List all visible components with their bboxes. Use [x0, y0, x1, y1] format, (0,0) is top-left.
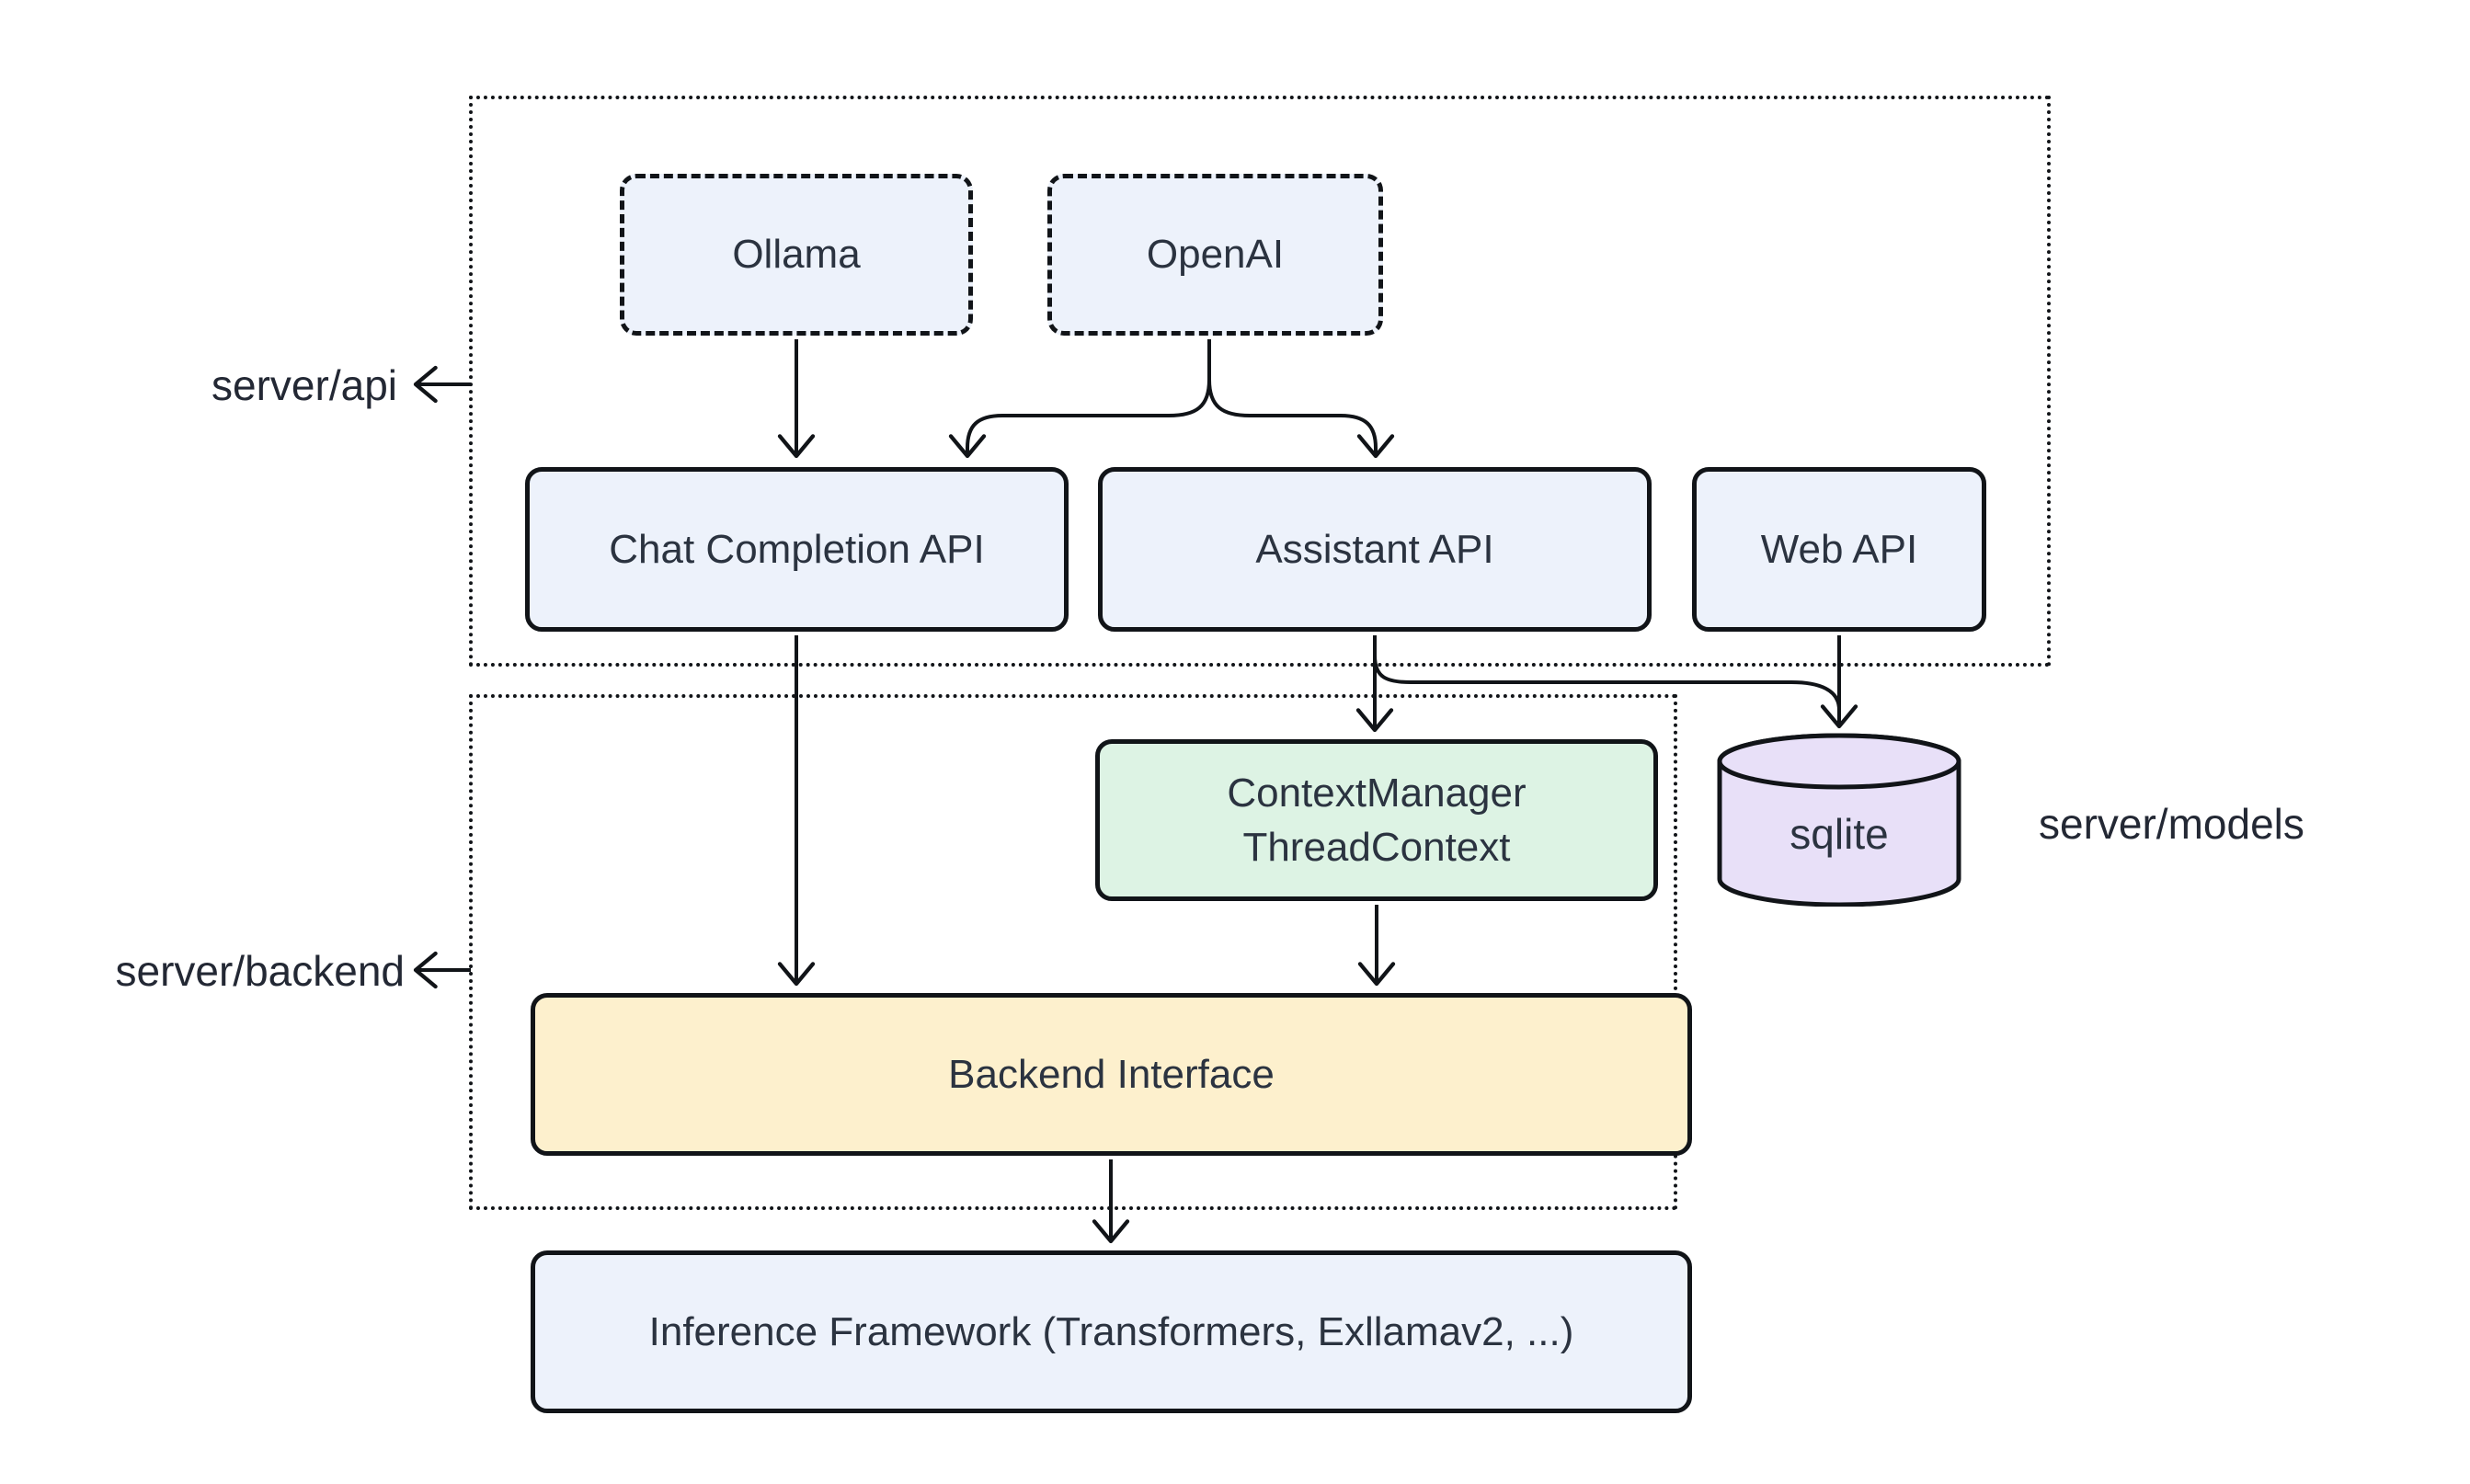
edge-openai-to-chat-api [948, 339, 1211, 459]
node-web-api-label: Web API [1760, 526, 1918, 572]
edge-assistant-api-to-sqlite [1373, 655, 1841, 712]
label-server-models: server/models [2039, 800, 2304, 848]
node-assistant-api: Assistant API [1098, 467, 1652, 632]
node-context-manager-label-line1: ContextManager [1227, 770, 1527, 816]
node-ollama-label: Ollama [732, 232, 861, 278]
group-server-backend [469, 694, 1677, 1210]
node-context-manager-label-line2: ThreadContext [1242, 825, 1511, 870]
group-server-api [469, 96, 2051, 667]
node-backend-interface: Backend Interface [531, 993, 1692, 1156]
node-backend-interface-label: Backend Interface [948, 1051, 1275, 1097]
node-inference-framework: Inference Framework (Transformers, Exlla… [531, 1250, 1692, 1413]
database-cylinder-icon [1717, 733, 1961, 907]
node-chat-completion-api-label: Chat Completion API [609, 526, 985, 572]
edge-openai-to-assistant-api [1207, 339, 1395, 459]
node-sqlite-label: sqlite [1790, 810, 1889, 858]
node-openai: OpenAI [1047, 174, 1383, 336]
node-sqlite: sqlite [1716, 730, 1962, 907]
node-chat-completion-api: Chat Completion API [525, 467, 1069, 632]
node-context-manager: ContextManager ThreadContext [1095, 739, 1658, 901]
node-inference-framework-label: Inference Framework (Transformers, Exlla… [648, 1308, 1574, 1354]
label-server-backend: server/backend [115, 947, 406, 995]
node-openai-label: OpenAI [1146, 232, 1285, 278]
label-server-api: server/api [212, 361, 397, 409]
node-assistant-api-label: Assistant API [1255, 526, 1494, 572]
node-ollama: Ollama [620, 174, 973, 336]
node-web-api: Web API [1692, 467, 1986, 632]
